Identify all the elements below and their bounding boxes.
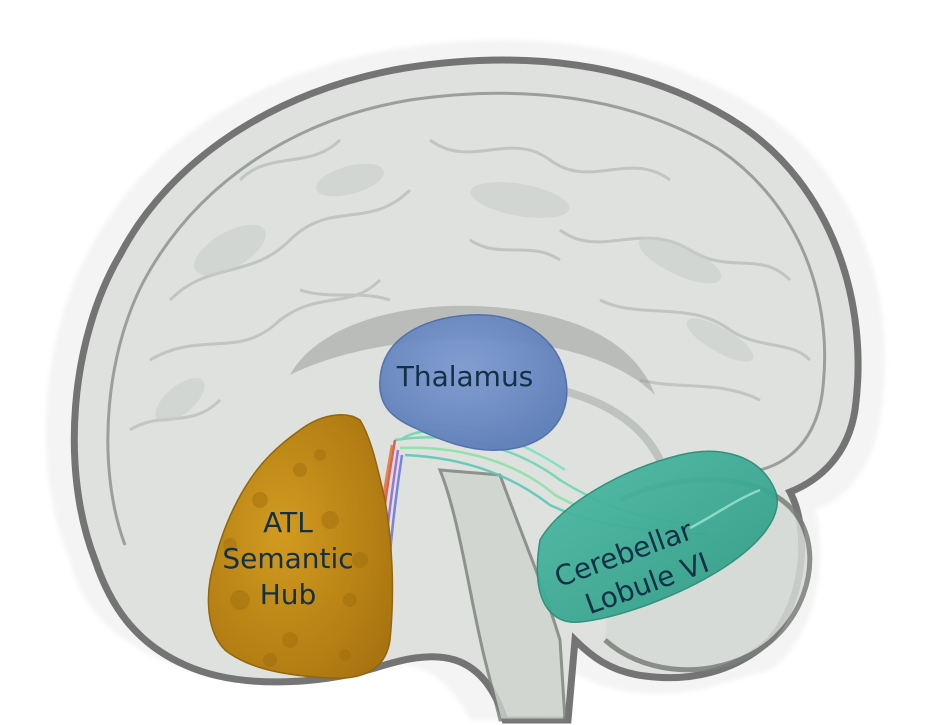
atl-label-line3: Hub xyxy=(260,578,317,611)
atl-label-line2: Semantic xyxy=(222,542,353,575)
thalamus-label: Thalamus xyxy=(396,360,534,393)
atl-label-line1: ATL xyxy=(263,506,313,539)
